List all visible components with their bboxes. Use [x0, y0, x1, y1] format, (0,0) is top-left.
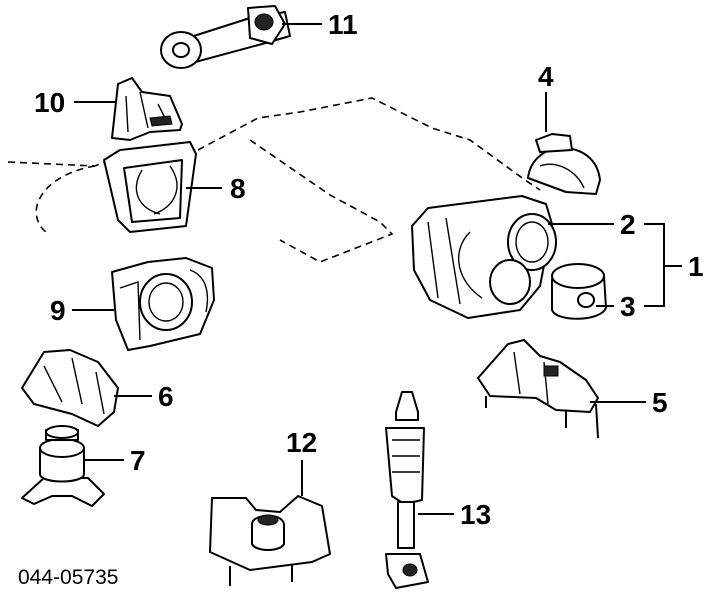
label-5: 5 [652, 387, 668, 418]
part-12-mount-bracket[interactable] [209, 495, 331, 586]
leader-lines [72, 23, 682, 515]
label-6: 6 [158, 381, 174, 412]
part-3-bushing[interactable] [551, 263, 607, 320]
label-8: 8 [230, 173, 246, 204]
label-11: 11 [328, 9, 358, 40]
label-2: 2 [620, 209, 636, 240]
part-4-bracket[interactable] [527, 133, 601, 195]
part-7-rubber-mount[interactable] [21, 425, 105, 507]
label-4: 4 [538, 61, 554, 92]
part-labels: 11 10 4 8 2 1 3 9 6 5 7 12 13 044-05735 [18, 9, 704, 589]
label-13: 13 [460, 499, 491, 530]
label-10: 10 [34, 87, 65, 118]
diagram-code: 044-05735 [18, 566, 118, 589]
part-9-bracket[interactable] [111, 257, 215, 351]
label-12: 12 [286, 427, 317, 458]
part-2-large-bracket[interactable] [411, 195, 557, 319]
part-13-damper[interactable] [385, 391, 429, 589]
part-10-bracket[interactable] [111, 77, 183, 141]
part-5-bracket[interactable] [477, 339, 599, 439]
label-7: 7 [130, 445, 146, 476]
part-6-bracket[interactable] [21, 349, 119, 427]
label-3: 3 [620, 291, 636, 322]
part-11-torque-rod[interactable] [160, 5, 291, 69]
part-8-frame-mount[interactable] [103, 141, 197, 233]
label-9: 9 [50, 295, 66, 326]
label-1: 1 [688, 251, 704, 282]
